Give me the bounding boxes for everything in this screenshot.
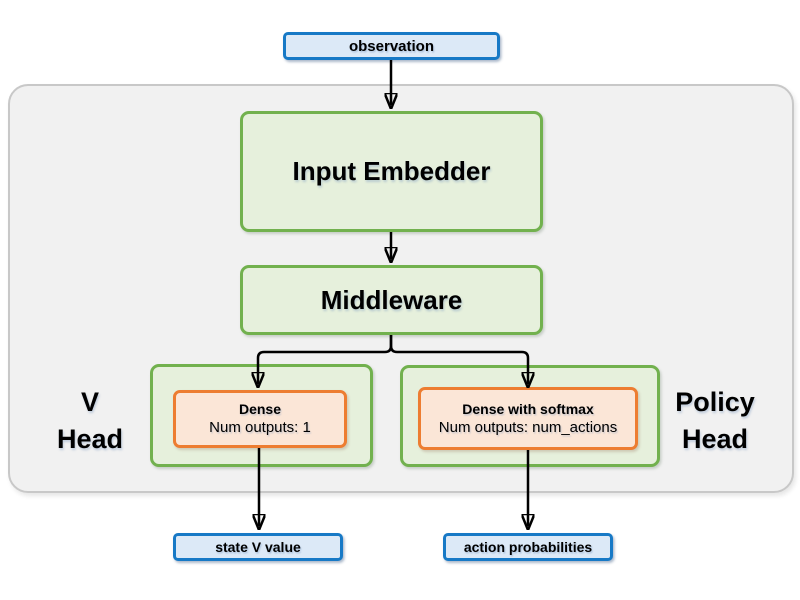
v-head-label: V Head	[32, 384, 148, 458]
policy-head-label-line2: Head	[681, 424, 749, 454]
middleware-label: Middleware	[320, 284, 463, 315]
input-embedder-label: Input Embedder	[292, 156, 491, 186]
v-head-label-line1: V	[80, 387, 99, 417]
action-probabilities-node: action probabilities	[443, 533, 613, 561]
v-dense-node: Dense Num outputs: 1	[173, 390, 347, 448]
policy-dense-subtitle: Num outputs: num_actions	[438, 418, 618, 436]
v-dense-subtitle: Num outputs: 1	[209, 419, 311, 436]
policy-dense-node: Dense with softmax Num outputs: num_acti…	[418, 387, 638, 450]
state-v-value-node: state V value	[173, 533, 343, 561]
v-head-label-line2: Head	[56, 424, 124, 454]
v-dense-title: Dense	[238, 401, 282, 417]
observation-label: observation	[348, 37, 435, 55]
action-probabilities-label: action probabilities	[463, 539, 593, 555]
policy-head-label: Policy Head	[656, 384, 774, 458]
input-embedder-node: Input Embedder	[240, 111, 543, 232]
state-v-value-label: state V value	[215, 539, 301, 555]
middleware-node: Middleware	[240, 265, 543, 335]
policy-dense-title: Dense with softmax	[462, 400, 594, 417]
observation-node: observation	[283, 32, 500, 60]
policy-head-label-line1: Policy	[675, 387, 755, 417]
